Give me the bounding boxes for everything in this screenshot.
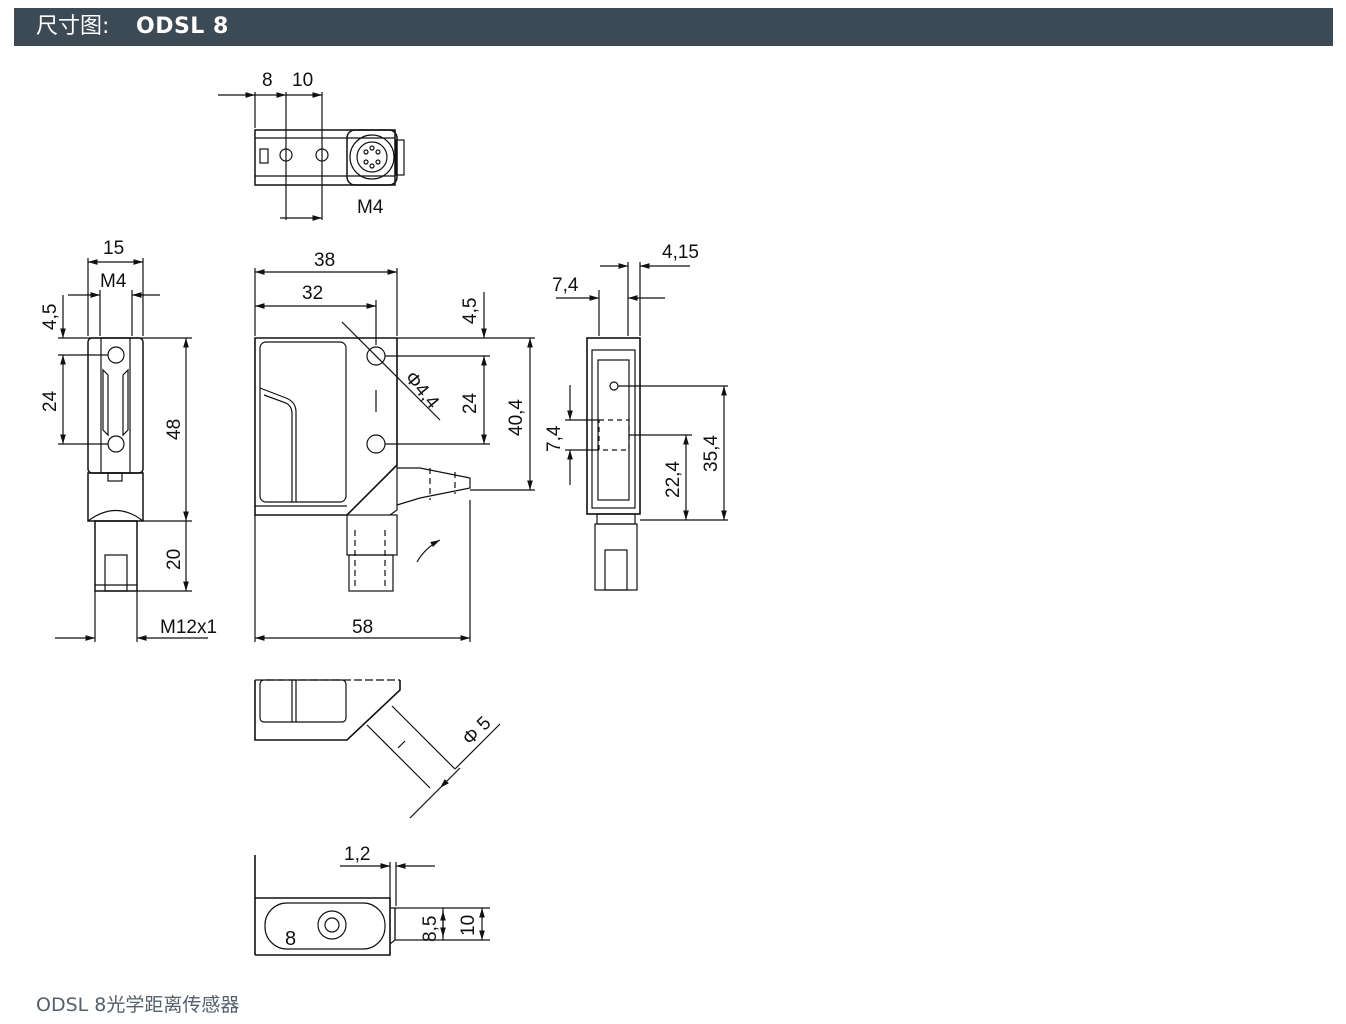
bottom-dim-c: 10 xyxy=(458,915,479,936)
side-dim-top-offset: 4,5 xyxy=(40,304,61,330)
side-dim-hole-spacing: 24 xyxy=(40,390,61,412)
title-model: ODSL 8 xyxy=(136,14,229,39)
rear-dim-b: 4,15 xyxy=(662,242,699,263)
bottom-dim-a: 1,2 xyxy=(344,844,370,865)
rear-view xyxy=(556,262,728,591)
front-dim-height: 40,4 xyxy=(506,399,527,436)
rear-dim-e: 35,4 xyxy=(701,435,722,472)
bottom-view: 8 xyxy=(254,855,490,956)
side-view xyxy=(55,258,208,642)
cable-view xyxy=(254,679,501,819)
rear-dim-d: 22,4 xyxy=(663,461,684,498)
side-dim-width: 15 xyxy=(103,238,124,259)
caption: ODSL 8光学距离传感器 xyxy=(36,994,240,1016)
front-dim-hole-diameter: Φ4,4 xyxy=(400,368,443,414)
top-view xyxy=(218,92,405,221)
side-dim-connector-thread: M12x1 xyxy=(160,617,217,638)
cable-dim-diameter: Φ 5 xyxy=(459,713,496,750)
rear-dim-c: 7,4 xyxy=(544,425,565,452)
title-bar: 尺寸图: ODSL 8 xyxy=(14,8,1333,46)
svg-text:8: 8 xyxy=(285,928,296,950)
front-dim-width: 38 xyxy=(314,250,335,271)
front-dim-total-width: 58 xyxy=(352,617,373,638)
side-dim-thread: M4 xyxy=(100,271,127,292)
top-dim-b: 10 xyxy=(292,70,313,91)
front-view xyxy=(254,268,535,642)
side-dim-connector-length: 20 xyxy=(164,549,185,570)
side-dim-height: 48 xyxy=(164,419,185,440)
bottom-dim-b: 8,5 xyxy=(420,916,441,942)
rear-dim-a: 7,4 xyxy=(552,275,579,296)
front-dim-hole-offset: 32 xyxy=(302,283,323,304)
title-prefix: 尺寸图: xyxy=(36,14,110,39)
top-dim-thread: M4 xyxy=(357,197,384,218)
top-dim-a: 8 xyxy=(262,70,273,91)
front-dim-top-offset: 4,5 xyxy=(460,298,481,324)
front-dim-hole-spacing: 24 xyxy=(460,392,481,414)
